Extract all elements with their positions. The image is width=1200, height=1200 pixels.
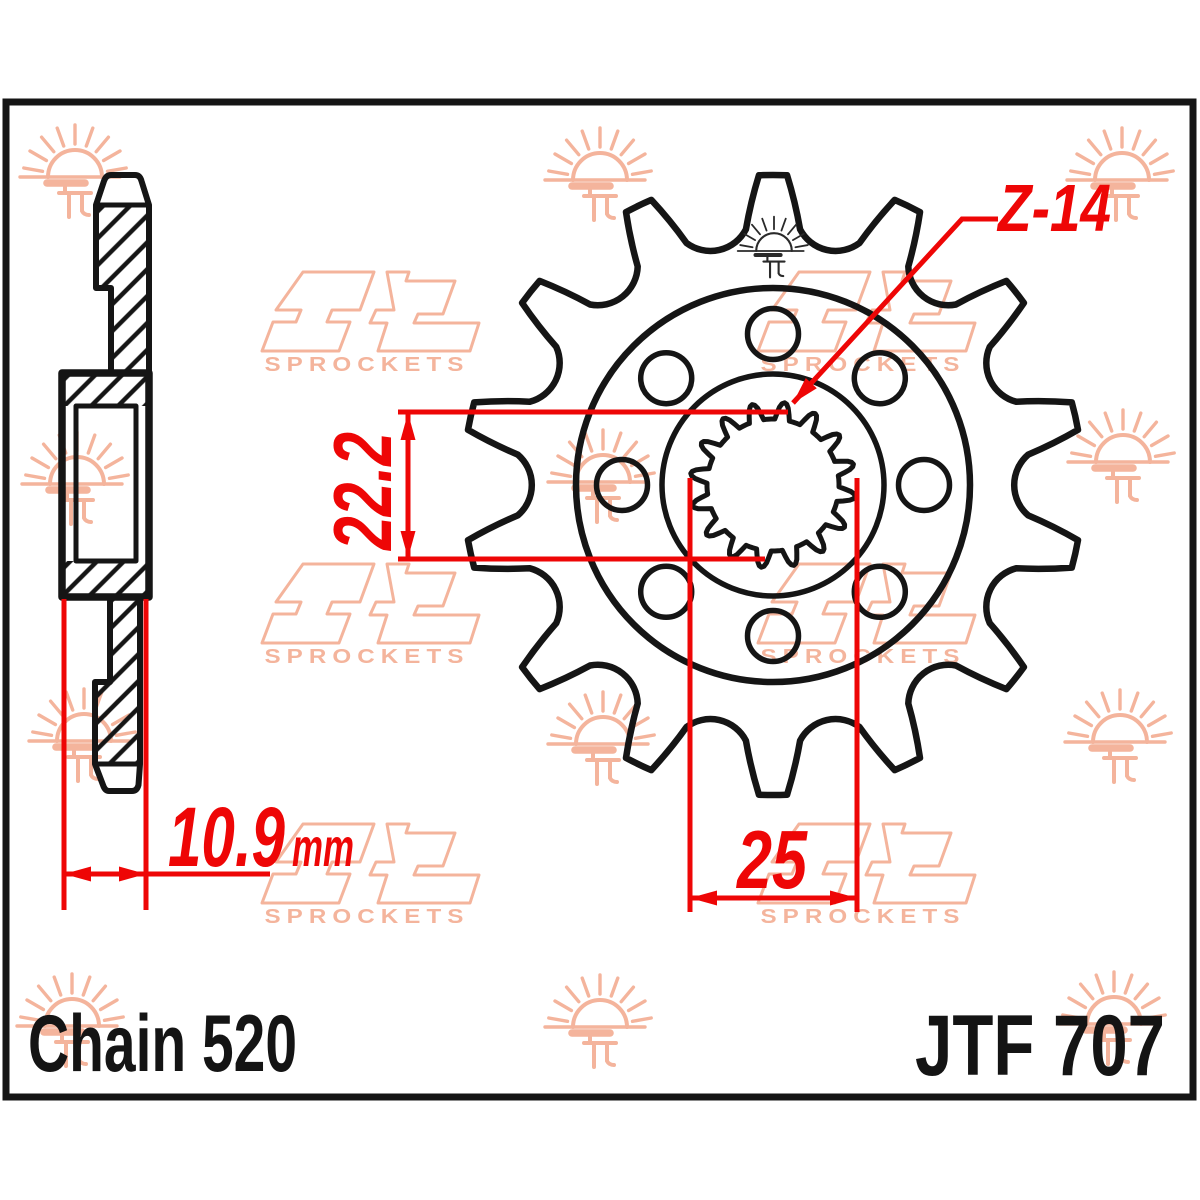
dimension-arrowhead	[830, 890, 857, 906]
jt-mini-sun-mark-icon	[736, 215, 809, 279]
lightening-hole	[744, 305, 802, 363]
sun-watermark-icon	[18, 123, 128, 219]
sun-watermark-icon	[1066, 408, 1176, 504]
watermark-layer: SPROCKETS SPROCKETS SPROCKETS SPROCKETS SPRO…	[15, 123, 1176, 1069]
jt-mini-mark-icon	[54, 1033, 90, 1068]
hatched-section	[111, 288, 149, 373]
jt-mini-mark-icon	[582, 187, 618, 222]
hatched-section	[95, 682, 140, 764]
dimension-spline-od-label: 25	[735, 813, 808, 906]
jt-logo-right-glyph	[864, 270, 977, 353]
lightening-hole	[895, 456, 953, 514]
jt-mini-mark-icon	[1096, 1031, 1132, 1066]
front-view	[464, 171, 1082, 799]
jt-mini-mark-icon	[582, 1034, 618, 1069]
sprocket-teeth-outline	[464, 171, 1082, 799]
lightening-hole	[637, 349, 695, 407]
sprockets-watermark-text: SPROCKETS	[761, 906, 966, 928]
lightening-hole	[744, 607, 802, 665]
jt-logo-right-glyph	[368, 562, 481, 645]
lightening-hole	[637, 563, 695, 621]
lightening-hole	[851, 349, 909, 407]
teeth-count-label: Z-14	[996, 171, 1111, 246]
sprockets-watermark-text: SPROCKETS	[265, 354, 470, 376]
jt-sprockets-logo-watermark: SPROCKETS	[756, 562, 977, 668]
jt-sprockets-logo-watermark: SPROCKETS	[260, 562, 481, 668]
dimension-lines	[61, 216, 998, 912]
dimension-arrowhead	[690, 890, 717, 906]
jt-logo-right-glyph	[864, 562, 977, 645]
z14-leader-line	[791, 216, 998, 405]
jt-logo-right-glyph	[864, 822, 977, 905]
jt-logo-left-glyph	[260, 822, 376, 905]
dimension-arrowhead	[119, 866, 146, 882]
lightening-hole	[593, 456, 651, 514]
chain-type-label: Chain 520	[28, 999, 297, 1089]
sprockets-watermark-text: SPROCKETS	[761, 646, 966, 668]
sun-watermark-icon	[543, 126, 653, 222]
dimension-bore-diameter-label: 22.2	[316, 432, 409, 551]
drawing-frame-border	[2, 98, 1197, 1101]
dimension-arrowhead	[400, 531, 416, 558]
jt-logo-left-glyph	[260, 270, 376, 353]
part-number-label: JTF 707	[915, 998, 1165, 1094]
dimension-arrowhead	[64, 866, 91, 882]
side-view-cross-section	[58, 172, 153, 794]
sun-watermark-icon	[1065, 126, 1175, 222]
jt-logo-right-glyph	[368, 270, 481, 353]
jt-mini-mark-icon	[57, 184, 93, 219]
hatched-section	[62, 561, 149, 597]
spline-bore-outline	[688, 400, 858, 570]
dimension-hub-width-label: 10.9	[168, 790, 285, 884]
jt-mini-mark-icon	[1105, 469, 1141, 504]
hatched-section	[62, 373, 149, 406]
jt-mini-mark-icon	[762, 255, 786, 279]
sun-watermark-icon	[1063, 688, 1173, 784]
hub-outline	[58, 369, 153, 601]
jt-sprockets-logo-watermark: SPROCKETS	[260, 822, 481, 928]
drawing-layer	[58, 171, 1082, 799]
dimension-layer	[61, 216, 998, 912]
face-circle	[572, 284, 974, 686]
side-view-silhouette	[59, 172, 152, 794]
dimension-arrowhead	[793, 378, 817, 403]
hub-circle	[659, 371, 887, 599]
hatched-section	[96, 205, 149, 288]
jt-mini-mark-icon	[585, 751, 621, 786]
sun-watermark-icon	[1057, 970, 1167, 1066]
jt-logo-left-glyph	[260, 562, 376, 645]
jt-logo-left-glyph	[756, 270, 872, 353]
sprockets-watermark-text: SPROCKETS	[265, 906, 470, 928]
jt-mini-mark-icon	[1104, 187, 1140, 222]
jt-logo-right-glyph	[368, 822, 481, 905]
hatched-section	[110, 597, 140, 682]
sprockets-watermark-text: SPROCKETS	[265, 646, 470, 668]
dimension-arrowhead	[400, 413, 416, 440]
jt-sprockets-logo-watermark: SPROCKETS	[260, 270, 481, 376]
sun-watermark-icon	[543, 973, 653, 1069]
lightening-hole	[851, 563, 909, 621]
jt-mini-mark-icon	[66, 748, 102, 783]
sun-watermark-icon	[15, 972, 125, 1068]
bore-outline	[73, 403, 139, 564]
jt-logo-left-glyph	[756, 562, 872, 645]
jt-mini-mark-icon	[1102, 749, 1138, 784]
dimension-hub-width-unit-label: mm	[292, 818, 354, 878]
